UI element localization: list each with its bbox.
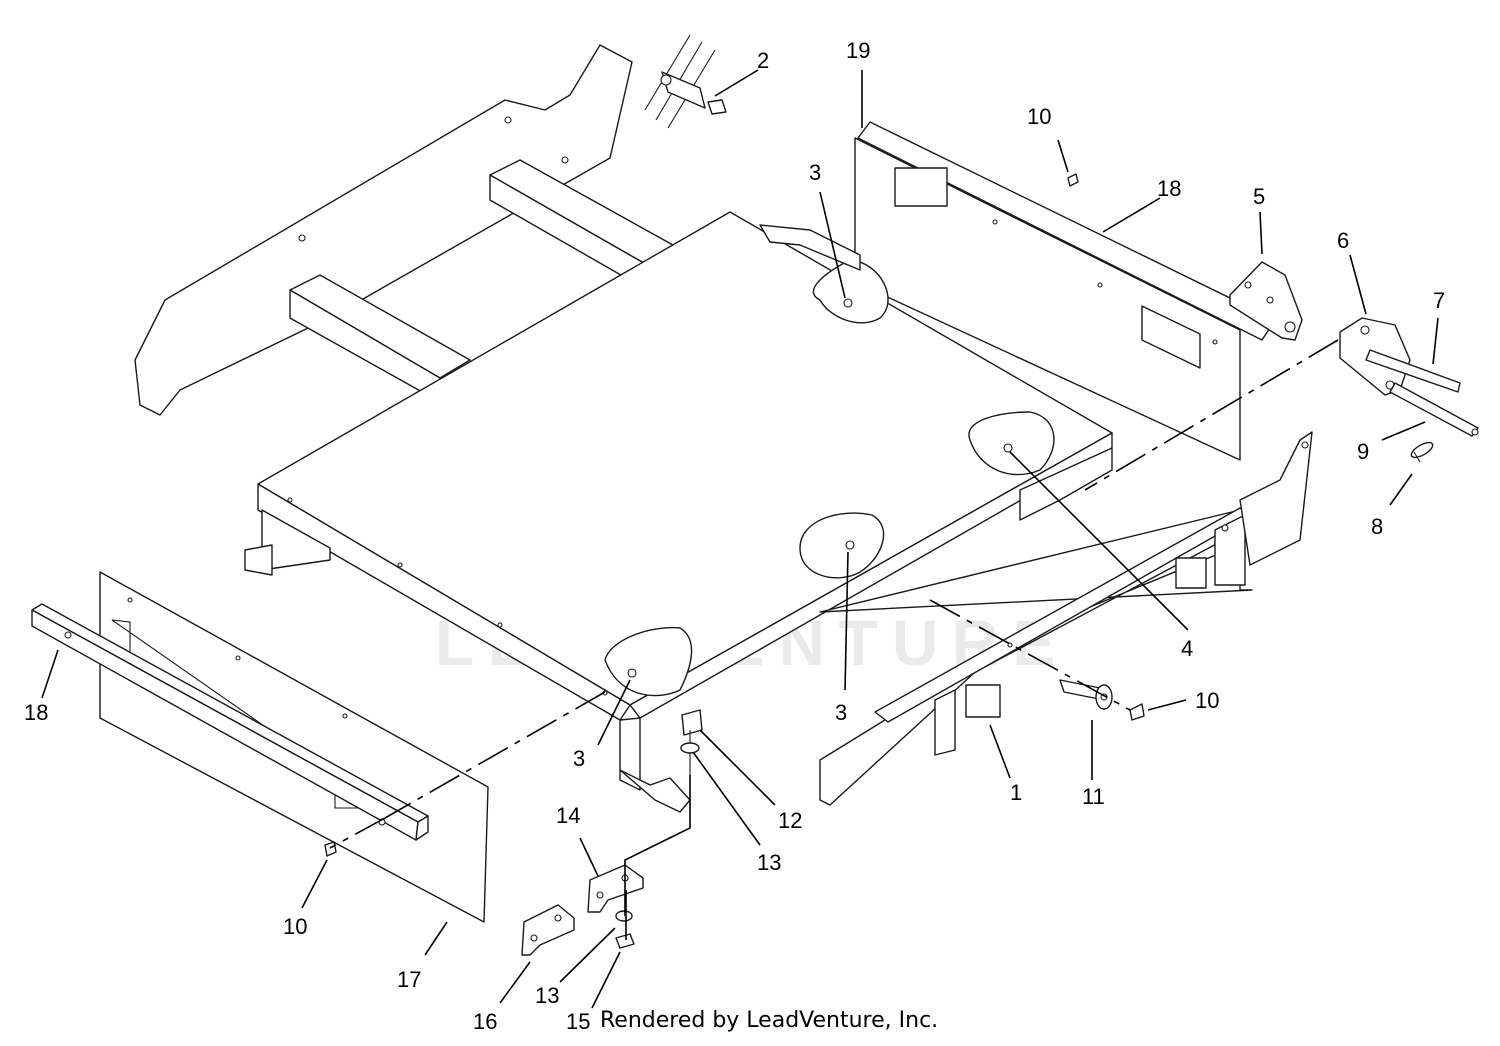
callout-1: 1 [1010,780,1022,805]
callout-18: 18 [1157,176,1181,201]
callout-14: 14 [556,803,580,828]
callout-12: 12 [778,808,802,833]
callout-18: 18 [24,700,48,725]
rendered-by-credit: Rendered by LeadVenture, Inc. [600,1008,939,1033]
part-2-clamp [644,34,727,129]
cross-tubes [289,159,701,403]
part-14-bracket [587,864,644,913]
part-16-bracket [521,904,575,956]
callout-13: 13 [535,983,559,1008]
callout-11: 11 [1082,784,1105,809]
callout-17: 17 [397,967,421,992]
assembly-lines [329,339,1339,940]
part-1-front-frame [619,431,1313,813]
part-15-nut [615,933,635,949]
part-5-hinge-plate [1229,261,1303,341]
part-10-screw-lower [324,841,337,857]
callout-9: 9 [1357,439,1369,464]
callout-3: 3 [573,746,585,771]
part-19-rear-panel [854,121,1276,461]
callout-13: 13 [757,850,781,875]
main-deck [244,211,1113,721]
callout-10: 10 [283,914,307,939]
part-8-hairpin-clip [1410,441,1434,463]
part-left-upper-rail [134,44,633,416]
callout-3: 3 [835,700,847,725]
callout-10: 10 [1027,104,1051,129]
callout-10: 10 [1195,688,1219,713]
callout-4: 4 [1181,636,1193,661]
callout-labels: 2 19 10 3 18 5 6 7 9 8 4 10 3 3 1 11 12 … [24,38,1445,1034]
part-13-washers [615,742,700,922]
part-7-pin [1365,349,1461,393]
part-10-screw-upper [1067,173,1079,187]
part-9-pin [1389,382,1479,437]
callout-6: 6 [1337,228,1349,253]
callout-7: 7 [1433,288,1445,313]
part-10-screw-right [1129,703,1145,721]
callout-2: 2 [757,48,769,73]
part-11-pin [1059,679,1113,710]
callout-19: 19 [846,38,870,63]
callout-8: 8 [1371,514,1383,539]
callout-16: 16 [473,1009,497,1034]
leader-lines [41,69,1439,1009]
callout-3: 3 [809,160,821,185]
callout-5: 5 [1253,184,1265,209]
callout-15: 15 [566,1009,590,1034]
